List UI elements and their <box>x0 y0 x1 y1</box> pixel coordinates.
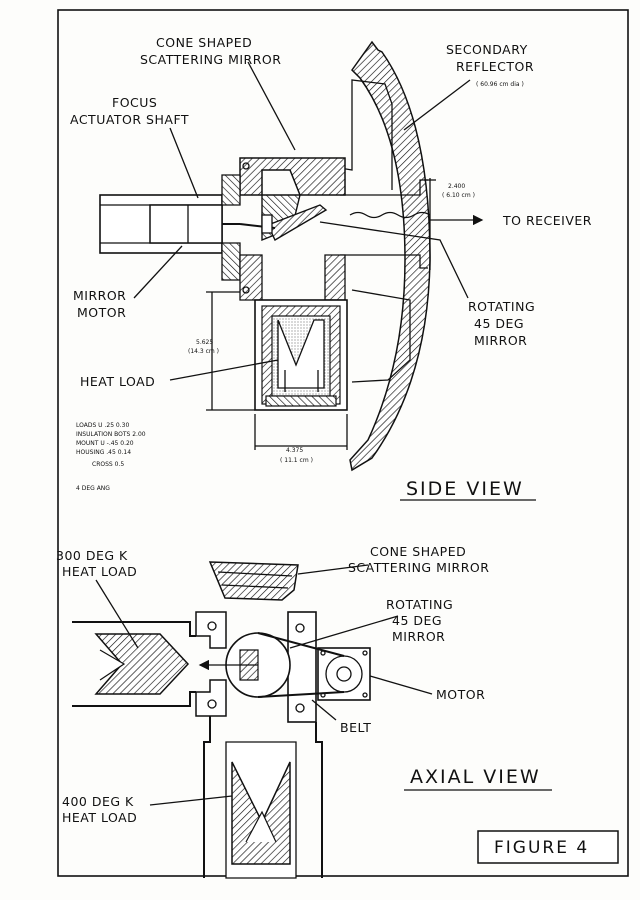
axial-motor <box>317 647 371 701</box>
note-5: CROSS 0.5 <box>92 461 124 468</box>
leader-rotating-mirror <box>319 221 469 299</box>
note-6: 4 DEG ANG <box>76 485 110 492</box>
label-focus-1: FOCUS <box>112 95 157 110</box>
axial-view-drawing <box>72 561 552 879</box>
leader-mirror-motor <box>133 245 183 299</box>
leader-400k <box>149 795 233 806</box>
note-3: MOUNT U -.45 0.20 <box>76 440 134 447</box>
side-view-drawing <box>99 40 536 501</box>
axial-cone-mirror <box>208 561 299 601</box>
label-dim-2400-cm: ( 6.10 cm ) <box>442 192 475 199</box>
label-cone-mirror-2: SCATTERING MIRROR <box>140 52 281 67</box>
leader-axial-rotating <box>289 615 399 649</box>
label-axial-cone-2: SCATTERING MIRROR <box>348 560 489 575</box>
note-4: HOUSING .45 0.14 <box>76 449 131 456</box>
label-focus-2: ACTUATOR SHAFT <box>70 112 189 127</box>
reflector-rib-bottom <box>351 289 411 383</box>
bottom-heatload-guide <box>203 716 323 878</box>
label-heat-load: HEAT LOAD <box>80 374 155 389</box>
leader-belt <box>311 699 337 721</box>
reflector-bore-bottom <box>340 254 428 269</box>
axial-view-title: AXIAL VIEW <box>410 766 541 788</box>
cone-mirror-mount <box>239 157 346 196</box>
beam-wave <box>349 211 431 219</box>
mirror-motor <box>149 204 223 244</box>
label-400k-2: HEAT LOAD <box>62 810 137 825</box>
label-axial-rotating-1: ROTATING <box>386 597 453 612</box>
leader-motor <box>369 675 433 695</box>
label-dim-4375-cm: ( 11.1 cm ) <box>280 457 313 464</box>
leader-cone-mirror <box>247 61 296 151</box>
label-dim-5625-cm: (14.3 cm ) <box>188 348 219 355</box>
note-2: INSULATION BOTS 2.00 <box>76 431 146 438</box>
label-300k-1: 300 DEG K <box>56 548 128 563</box>
leader-heat-load <box>169 359 279 381</box>
label-dim-4375: 4.375 <box>286 447 303 454</box>
label-mirror-motor-1: MIRROR <box>73 288 126 303</box>
mirror-mount-plate <box>287 611 317 723</box>
figure-label-box <box>477 830 619 864</box>
heat-load-cone <box>277 319 325 389</box>
label-400k-1: 400 DEG K <box>62 794 134 809</box>
label-axial-rotating-3: MIRROR <box>392 629 445 644</box>
label-belt: BELT <box>340 720 371 735</box>
label-300k-2: HEAT LOAD <box>62 564 137 579</box>
label-rotating-3: MIRROR <box>474 333 527 348</box>
secondary-reflector <box>349 40 431 472</box>
label-axial-rotating-2: 45 DEG <box>392 613 442 628</box>
label-rotating-2: 45 DEG <box>474 316 524 331</box>
label-secondary-2: REFLECTOR <box>456 59 534 74</box>
label-dim-2400: 2.400 <box>448 183 465 190</box>
label-rotating-1: ROTATING <box>468 299 535 314</box>
left-heatload-guide <box>72 621 196 707</box>
label-mirror-motor-2: MOTOR <box>77 305 126 320</box>
reflector-rib-top <box>339 79 393 190</box>
label-to-receiver: TO RECEIVER <box>502 213 592 228</box>
rotating-45-mirror <box>267 204 328 241</box>
leader-secondary <box>403 79 471 131</box>
axial-view-text: 300 DEG K HEAT LOAD CONE SHAPED SCATTERI… <box>56 544 541 825</box>
label-dim-5625: 5.625 <box>196 339 213 346</box>
page-border <box>57 9 629 877</box>
note-1: LOADS U .25 0.30 <box>76 422 129 429</box>
heat-load-400k <box>231 761 291 865</box>
leader-300k <box>95 579 139 649</box>
leader-axial-cone <box>297 564 369 575</box>
side-view-title: SIDE VIEW <box>406 478 524 500</box>
figure-label: FIGURE 4 <box>494 838 589 858</box>
label-secondary-1: SECONDARY <box>446 42 528 57</box>
leader-focus-shaft <box>169 127 199 199</box>
label-cone-mirror-1: CONE SHAPED <box>156 35 252 50</box>
label-axial-cone-1: CONE SHAPED <box>370 544 466 559</box>
label-motor: MOTOR <box>436 687 485 702</box>
label-secondary-dim: ( 60.96 cm dia ) <box>476 81 524 88</box>
side-view-text: CONE SHAPED SCATTERING MIRROR SECONDARY … <box>70 35 592 500</box>
